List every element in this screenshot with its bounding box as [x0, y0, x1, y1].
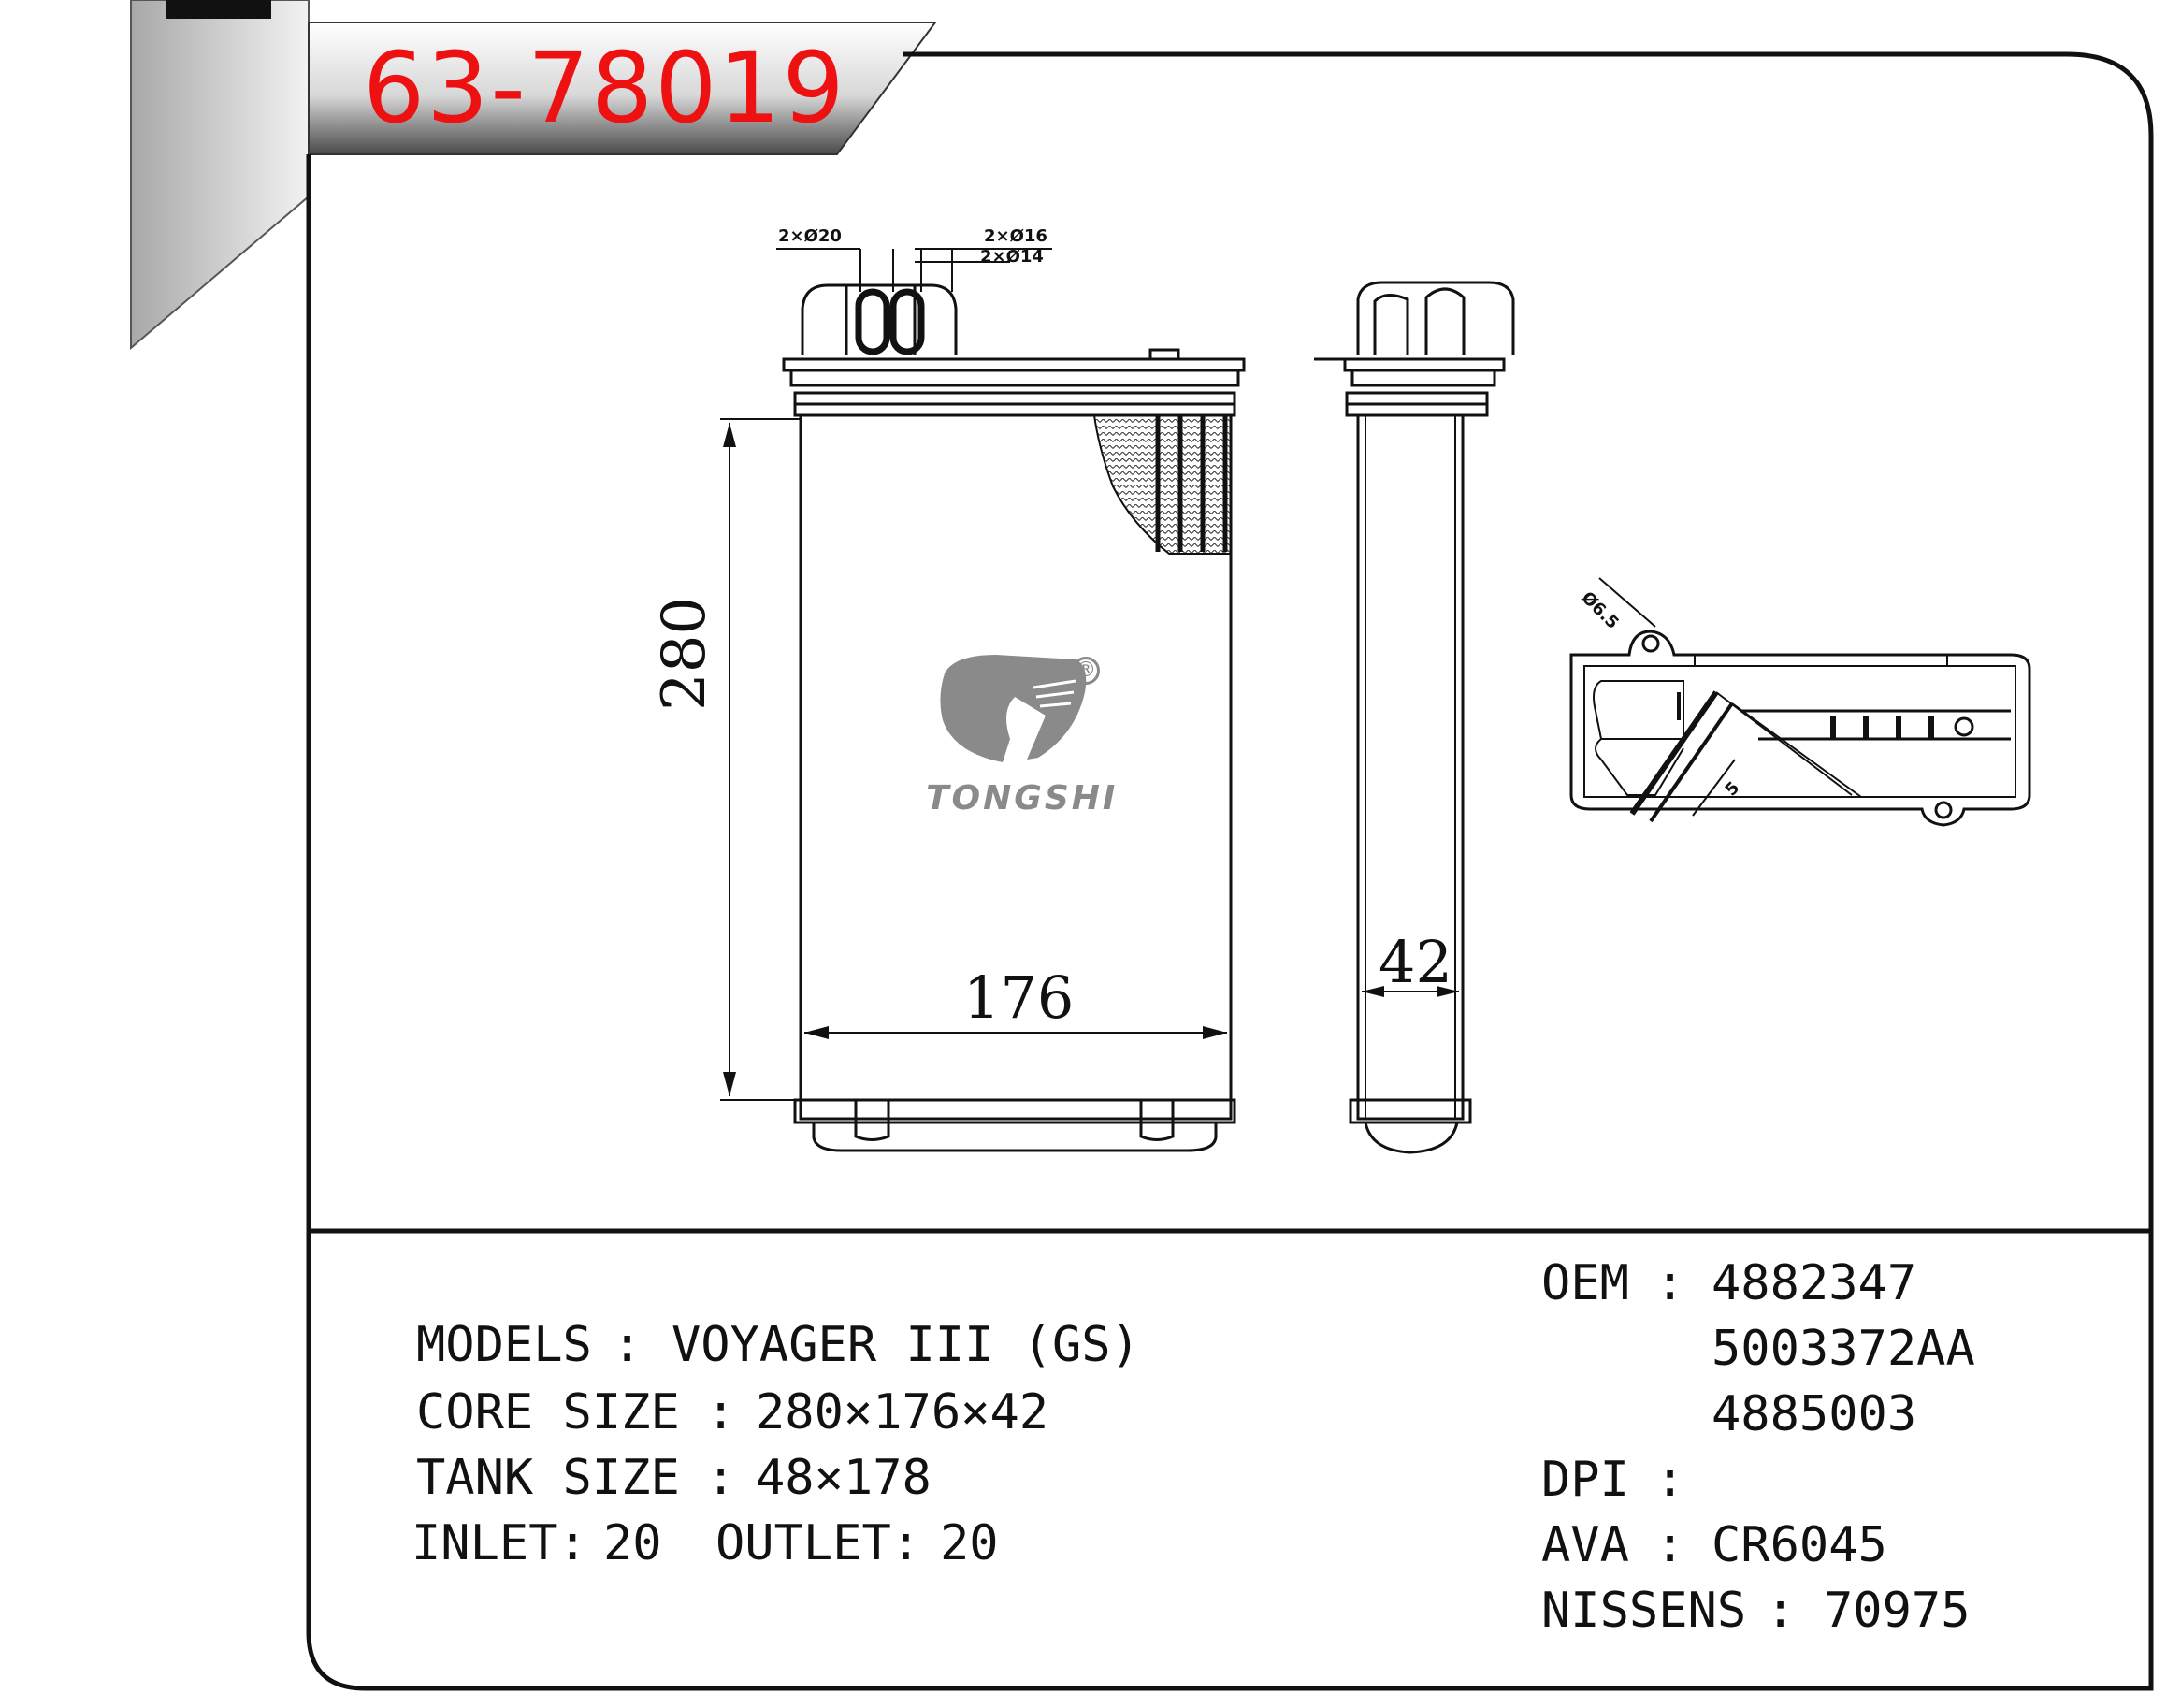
outlet-label: OUTLET: [715, 1515, 921, 1571]
header-triangle [130, 0, 310, 351]
inlet-value: 20 [603, 1515, 662, 1571]
oem-number: 5003372AA [1712, 1321, 1975, 1377]
core-size-label: CORE SIZE [416, 1384, 680, 1440]
tank-size-label: TANK SIZE [416, 1450, 680, 1506]
top-flange [782, 357, 1246, 372]
pipe-spec-label: 2×Ø16 [984, 226, 1047, 246]
dpi-label: DPI [1541, 1452, 1629, 1508]
models-label: MODELS [416, 1317, 592, 1373]
fin-cutaway [1092, 414, 1232, 555]
bottom-cap [812, 1122, 1218, 1152]
outlet-value: 20 [940, 1515, 999, 1571]
top-view [1569, 577, 2031, 827]
top-view-outline [1569, 630, 2031, 827]
inlet-label: INLET: [412, 1515, 587, 1571]
width-dimension-label: 176 [963, 963, 1075, 1032]
models-colon: : [613, 1317, 643, 1373]
header-banner [130, 0, 937, 351]
tank-size-value: 48×178 [756, 1450, 932, 1506]
pipe-outlet-left [855, 288, 890, 355]
side-view [1314, 281, 1515, 1154]
tank-size-colon: : [706, 1450, 736, 1506]
pipe-outlet-right [889, 288, 925, 355]
corner-mark [166, 0, 271, 19]
pipe-spec-label: 2×Ø20 [778, 226, 842, 246]
main-frame [306, 51, 2154, 1691]
nissens-colon: : [1766, 1583, 1796, 1639]
core-size-value: 280×176×42 [756, 1384, 1049, 1440]
models-value: VOYAGER III (GS) [672, 1317, 1140, 1373]
core-size-colon: : [706, 1384, 736, 1440]
depth-dimension-label: 42 [1379, 928, 1452, 996]
front-view [720, 248, 1246, 1152]
oem-label: OEM [1541, 1255, 1629, 1311]
side-core [1356, 413, 1465, 1121]
nissens-label: NISSENS [1541, 1583, 1747, 1639]
ava-colon: : [1655, 1517, 1685, 1573]
brand-logo [940, 655, 1087, 762]
nissens-value: 70975 [1824, 1583, 1971, 1639]
pipe-spec-label: 2×Ø14 [980, 247, 1044, 267]
core-body [799, 413, 1233, 1121]
mount-hole-top [1641, 634, 1660, 653]
registered-mark: ® [1072, 657, 1100, 685]
ava-value: CR6045 [1712, 1517, 1887, 1573]
side-connector [1356, 281, 1515, 355]
connector-housing [801, 283, 958, 355]
pipe-bracket [1629, 690, 1719, 816]
bottom-tank [793, 1098, 1236, 1124]
title-band [308, 22, 937, 155]
height-dimension-label: 280 [650, 596, 719, 711]
brand-name: TONGSHI [926, 779, 1119, 818]
dpi-colon: : [1655, 1452, 1685, 1508]
oem-colon: : [1655, 1255, 1685, 1311]
oem-number: 4885003 [1712, 1386, 1917, 1442]
side-bottom-tank [1349, 1098, 1472, 1124]
ava-label: AVA [1541, 1517, 1629, 1573]
oem-number: 4882347 [1712, 1255, 1917, 1311]
mount-hole-bottom [1934, 801, 1953, 819]
part-number: 63-78019 [363, 31, 846, 145]
